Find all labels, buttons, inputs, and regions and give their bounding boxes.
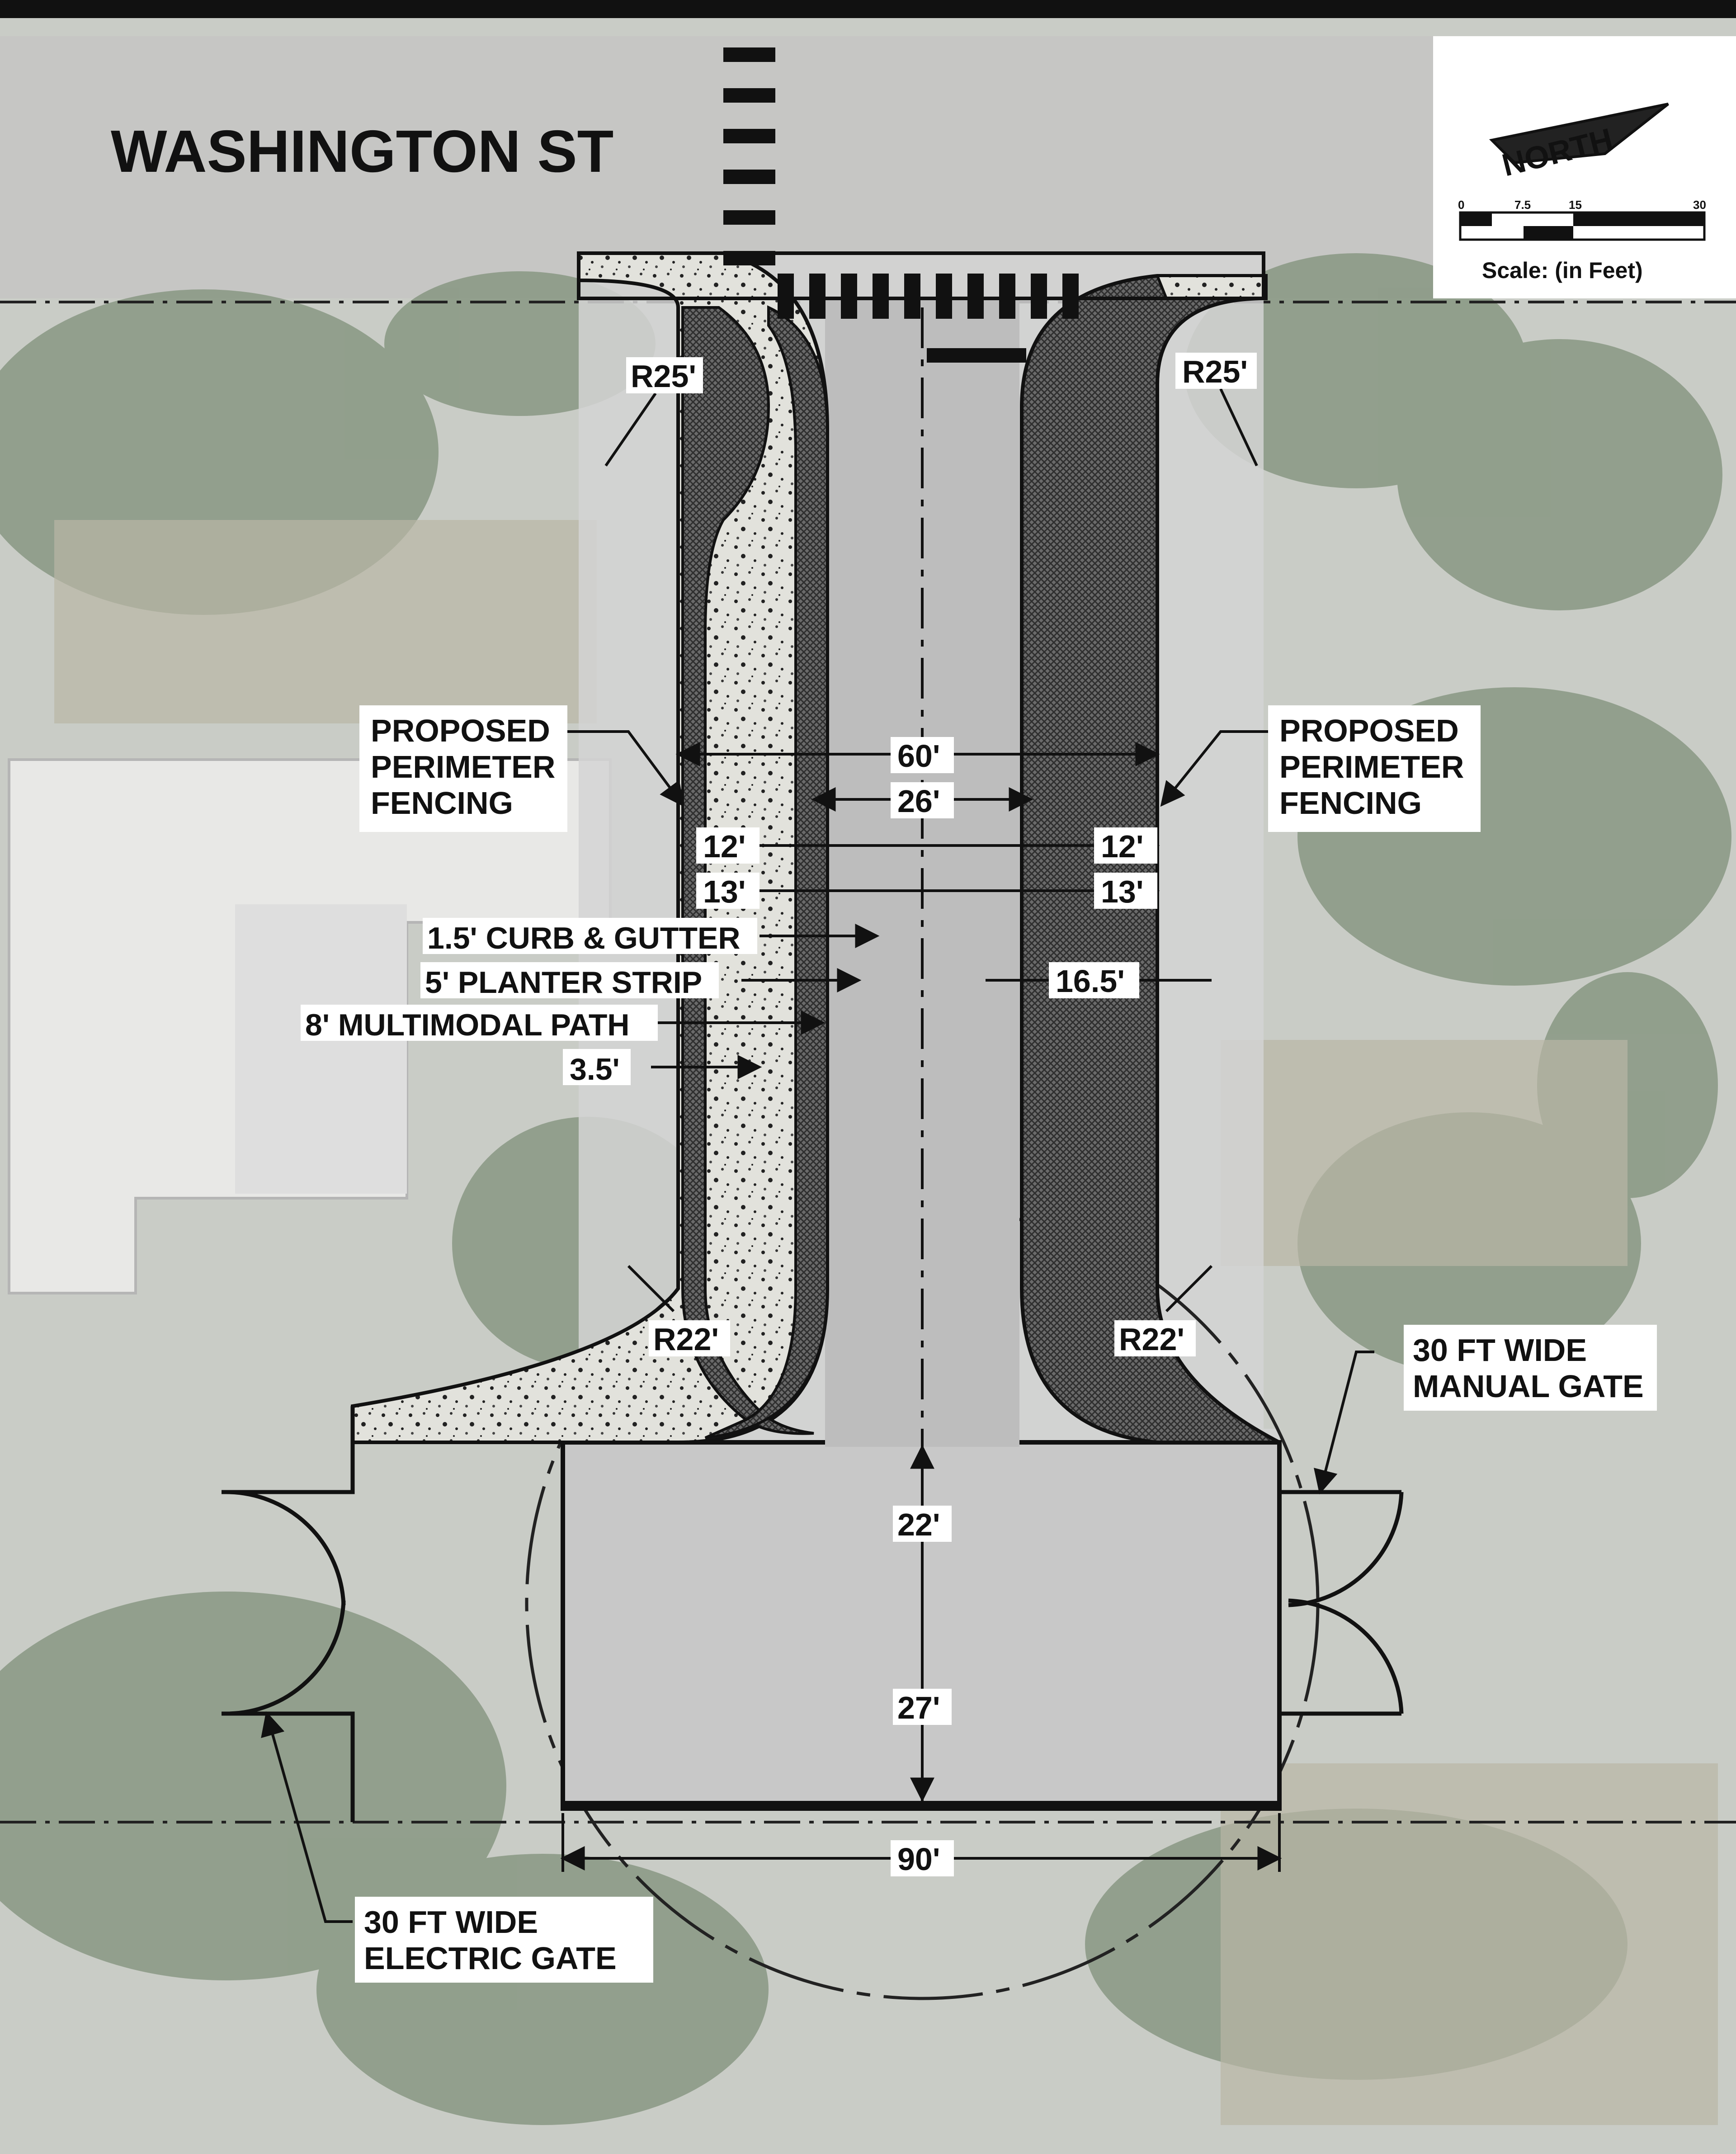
svg-text:60': 60'	[897, 738, 940, 774]
svg-text:PROPOSED: PROPOSED	[1279, 713, 1459, 748]
dry-grass	[54, 520, 1718, 2125]
section-label-planter: 5' PLANTER STRIP	[420, 962, 719, 1000]
radius-r25-right: R25'	[1175, 353, 1257, 389]
dim-right-strip: 16.5'	[1049, 962, 1139, 999]
radius-r22-left: R22'	[649, 1320, 730, 1357]
dim-turnaround-depth: 27'	[893, 1689, 952, 1725]
radius-r25-left: R25'	[626, 357, 703, 394]
svg-text:12': 12'	[703, 829, 746, 864]
svg-text:13': 13'	[1101, 874, 1144, 909]
radius-r22-right: R22'	[1114, 1320, 1196, 1357]
callout-fence-right: PROPOSED PERIMETER FENCING	[1268, 705, 1481, 832]
svg-text:PERIMETER: PERIMETER	[371, 749, 555, 784]
svg-text:30 FT WIDE: 30 FT WIDE	[1413, 1332, 1587, 1368]
svg-text:3.5': 3.5'	[570, 1052, 620, 1086]
right-gate-fence	[1279, 1490, 1404, 1716]
svg-text:26': 26'	[897, 784, 940, 819]
svg-text:12': 12'	[1101, 829, 1144, 864]
callout-manual-gate: 30 FT WIDE MANUAL GATE	[1404, 1325, 1657, 1411]
intersection-frame	[577, 251, 1265, 300]
svg-text:R25': R25'	[631, 359, 696, 394]
scale-tick-1: 7.5	[1514, 198, 1531, 212]
callout-fence-left: PROPOSED PERIMETER FENCING	[359, 705, 567, 832]
svg-text:PROPOSED: PROPOSED	[371, 713, 550, 748]
svg-text:90': 90'	[897, 1842, 940, 1877]
crosswalk-vertical	[723, 47, 775, 265]
north-arrow-icon	[1489, 103, 1669, 165]
section-label-path: 8' MULTIMODAL PATH	[301, 1005, 658, 1042]
svg-text:13': 13'	[703, 874, 746, 909]
scale-tick-0: 0	[1458, 198, 1464, 212]
svg-text:R22': R22'	[1119, 1322, 1184, 1357]
svg-text:FENCING: FENCING	[371, 785, 513, 821]
street-name: WASHINGTON ST	[111, 118, 613, 184]
section-label-curb: 1.5' CURB & GUTTER	[423, 918, 757, 955]
dim-lane-right: 12'	[1094, 827, 1157, 864]
dim-row-width: 60'	[891, 737, 954, 774]
dim-throat: 22'	[893, 1506, 952, 1542]
callout-electric-gate: 30 FT WIDE ELECTRIC GATE	[355, 1897, 653, 1983]
svg-text:FENCING: FENCING	[1279, 785, 1422, 821]
svg-text:MANUAL GATE: MANUAL GATE	[1413, 1369, 1644, 1404]
legend-box: NORTH 0 7.5 15 30 Scale: (in Feet)	[1433, 36, 1736, 298]
building-inner	[235, 904, 407, 1194]
svg-text:5' PLANTER STRIP: 5' PLANTER STRIP	[425, 965, 702, 1000]
right-hatch-end	[1155, 274, 1267, 300]
svg-text:30 FT WIDE: 30 FT WIDE	[364, 1904, 538, 1940]
svg-text:PERIMETER: PERIMETER	[1279, 749, 1464, 784]
stop-bar	[927, 348, 1026, 363]
dim-road-width: 26'	[891, 782, 954, 819]
svg-text:ELECTRIC GATE: ELECTRIC GATE	[364, 1941, 617, 1976]
left-curb-gutter	[704, 305, 829, 1439]
svg-text:16.5': 16.5'	[1056, 964, 1125, 999]
svg-text:22': 22'	[897, 1507, 940, 1542]
dim-half-right: 13'	[1094, 873, 1157, 909]
svg-text:1.5' CURB & GUTTER: 1.5' CURB & GUTTER	[427, 921, 740, 955]
top-border	[0, 0, 1736, 18]
scale-tick-2: 15	[1569, 198, 1582, 212]
section-label-offset: 3.5'	[563, 1049, 631, 1086]
scale-label: Scale: (in Feet)	[1482, 258, 1643, 283]
svg-text:R25': R25'	[1182, 354, 1248, 389]
crosswalk-horizontal	[778, 274, 1079, 319]
svg-text:8' MULTIMODAL PATH: 8' MULTIMODAL PATH	[305, 1008, 630, 1042]
leader-lines	[261, 388, 1374, 1923]
dim-lane-left: 12'	[696, 827, 760, 864]
svg-text:27': 27'	[897, 1690, 940, 1725]
svg-text:R22': R22'	[653, 1322, 719, 1357]
scale-tick-3: 30	[1693, 198, 1706, 212]
dim-turnaround-width: 90'	[891, 1840, 954, 1877]
dim-half-left: 13'	[696, 873, 760, 909]
